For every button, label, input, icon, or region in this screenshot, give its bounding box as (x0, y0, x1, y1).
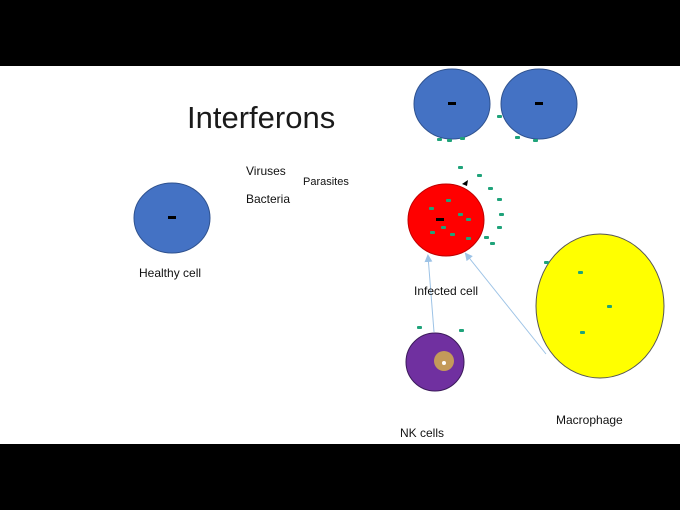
interferon-molecules (417, 115, 612, 334)
arrow-nk-to-infected (424, 254, 435, 333)
neighbor-cell-left (413, 68, 491, 140)
slide: Interferons Viruses Bacteria Parasites H… (0, 66, 680, 444)
small-arrowhead (462, 180, 468, 186)
arrow-macrophage-to-infected (464, 252, 547, 355)
label-healthy-cell: Healthy cell (139, 266, 202, 280)
diagram (133, 68, 665, 392)
label-bacteria: Bacteria (246, 192, 291, 206)
label-nk-cells: NK cells (400, 426, 445, 440)
slide-title: Interferons (187, 100, 336, 135)
label-viruses: Viruses (246, 164, 286, 178)
healthy-cell (133, 182, 211, 254)
nk-cell (405, 332, 465, 392)
label-parasites: Parasites (303, 176, 349, 188)
label-macrophage: Macrophage (556, 413, 623, 427)
neighbor-cell-right (500, 68, 578, 140)
label-infected-cell: Infected cell (414, 284, 479, 298)
macrophage-cell (535, 233, 665, 379)
infected-cell (407, 183, 485, 257)
